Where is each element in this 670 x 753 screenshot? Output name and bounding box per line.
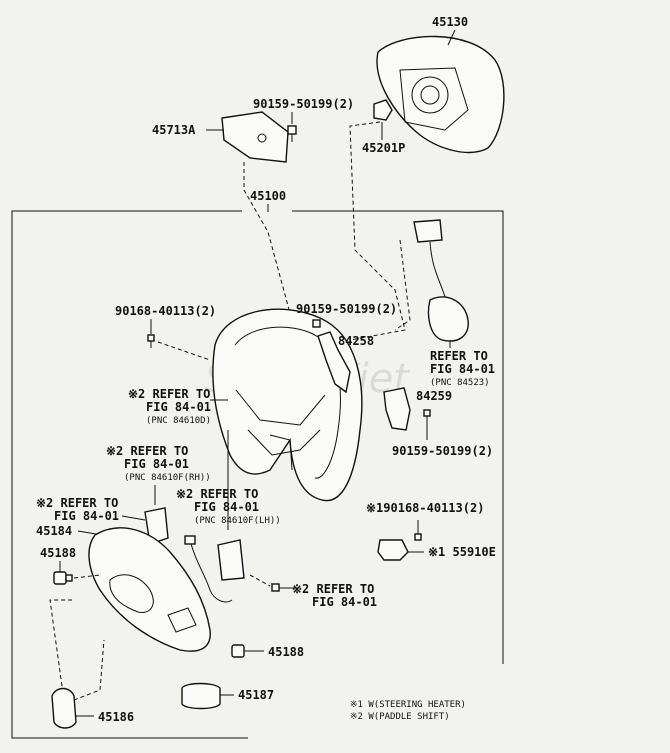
screw-90159-top [287, 125, 297, 142]
airbag-45130 [376, 29, 505, 154]
label-45100: 45100 [250, 189, 286, 203]
ref-b-line3: (PNC 84610F(RH)) [124, 473, 211, 483]
heater-module-55910E [377, 539, 424, 561]
wire-harness-84523 [413, 219, 469, 342]
switch-84259 [383, 387, 411, 431]
ref-right-line2: FIG 84-01 [430, 362, 495, 376]
screw-90168-left [147, 334, 155, 348]
label-90159-mid: 90159-50199(2) [296, 302, 397, 316]
nut-45201P [373, 99, 393, 121]
ref-b-line2: FIG 84-01 [124, 457, 189, 471]
lower-cover-45184 [88, 527, 211, 652]
assembly-frame [11, 210, 248, 739]
label-45201P: 45201P [362, 141, 405, 155]
clip-45188-top [53, 571, 73, 585]
label-45188-bottom: 45188 [268, 645, 304, 659]
assembly-frame-right [292, 210, 504, 664]
paddle-switch-lh [217, 539, 245, 581]
ref-right-line1: REFER TO [430, 349, 488, 363]
ref-c-line1: ※2 REFER TO [176, 487, 258, 501]
label-45187: 45187 [238, 688, 274, 702]
screw-90168-right [414, 520, 422, 541]
label-90159-top: 90159-50199(2) [253, 97, 354, 111]
screw-90159-mid [312, 319, 321, 328]
switch-84258 [317, 331, 351, 394]
ref-d-line1: ※2 REFER TO [36, 496, 118, 510]
legend-note-2: ※2 W(PADDLE SHIFT) [350, 712, 450, 722]
label-155910E: ※1 55910E [428, 545, 496, 559]
label-90168-left: 90168-40113(2) [115, 304, 216, 318]
cap-45187 [181, 682, 234, 710]
label-45713A: 45713A [152, 123, 196, 137]
legend-note-1: ※1 W(STEERING HEATER) [350, 700, 466, 710]
ref-right-line3: (PNC 84523) [430, 378, 490, 388]
label-84259: 84259 [416, 389, 452, 403]
paddle-switch-rh [144, 507, 169, 545]
ref-d-line2: FIG 84-01 [54, 509, 119, 523]
ref-a-line3: (PNC 84610D) [146, 416, 211, 426]
ref-e-line1: ※2 REFER TO [292, 582, 374, 596]
label-90168-right: ※190168-40113(2) [366, 501, 484, 515]
ref-b-line1: ※2 REFER TO [106, 444, 188, 458]
ref-a-line2: FIG 84-01 [146, 400, 211, 414]
label-45186: 45186 [98, 710, 134, 724]
screw-ref-e [271, 583, 296, 592]
label-45184: 45184 [36, 524, 72, 538]
label-90159-low: 90159-50199(2) [392, 444, 493, 458]
clip-45188-bottom [231, 644, 264, 658]
ref-c-line2: FIG 84-01 [194, 500, 259, 514]
ref-a-line1: ※2 REFER TO [128, 387, 210, 401]
cover-45713A [221, 111, 289, 163]
label-45188-top: 45188 [40, 546, 76, 560]
label-45130: 45130 [432, 15, 468, 29]
cover-45186 [51, 687, 94, 729]
label-84258: 84258 [338, 334, 374, 348]
ref-e-line2: FIG 84-01 [312, 595, 377, 609]
screw-90159-low [423, 409, 431, 440]
ref-c-line3: (PNC 84610F(LH)) [194, 516, 281, 526]
